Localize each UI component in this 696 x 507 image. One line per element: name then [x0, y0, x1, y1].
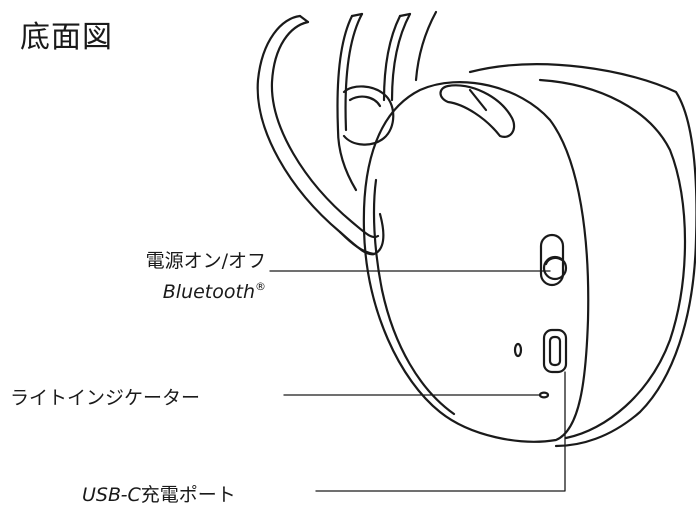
ear-cushion-inner: [538, 78, 687, 440]
usb-callout-label: USB-C充電ポート: [82, 480, 236, 507]
led-indicator: [538, 391, 550, 399]
mic-hole: [513, 342, 523, 358]
led-callout-label: ライトインジケーター: [10, 387, 201, 409]
ear-cushion-outer: [468, 63, 696, 448]
power-label: 電源オン/オフ: [145, 250, 266, 272]
ear-cup-face: [362, 81, 590, 443]
hinge-piece: [342, 85, 395, 146]
bluetooth-label: Bluetooth®: [162, 280, 266, 303]
headband-loops: [336, 10, 438, 192]
ear-cup-rim: [372, 178, 456, 416]
usb-c-port: [542, 328, 568, 374]
page-title: 底面図: [20, 20, 113, 55]
power-callout-label: 電源オン/オフ Bluetooth®: [146, 248, 266, 305]
top-slot: [439, 84, 516, 138]
usb-label: 充電ポート: [140, 484, 236, 506]
usb-leader-line: [315, 371, 566, 492]
usb-prefix: USB-C: [82, 484, 141, 506]
power-switch: [539, 233, 568, 287]
